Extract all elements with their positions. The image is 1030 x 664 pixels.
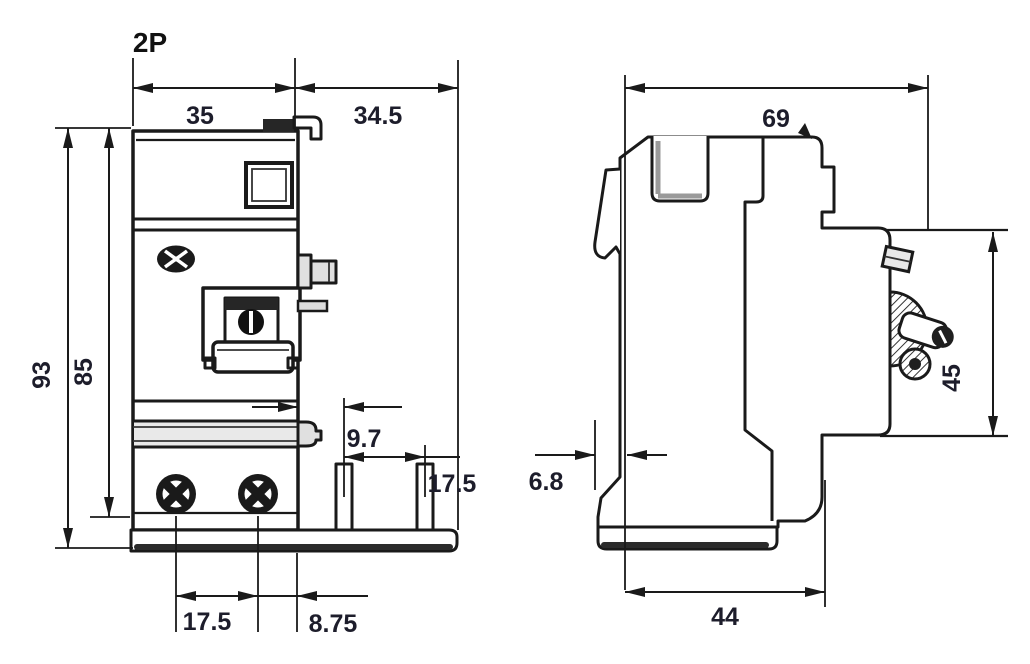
toggle-assembly [201, 286, 302, 374]
arrow-8-75 [297, 591, 317, 601]
dim-label-terminal-zone: 45 [938, 364, 966, 392]
din-clip-tab [593, 167, 622, 260]
side-terminal-screw-lower-center [909, 358, 921, 370]
terminal-screw-left [156, 474, 196, 514]
side-view [593, 135, 1008, 551]
top-notch-outline [650, 136, 710, 203]
arrow-45-top [988, 232, 998, 252]
arrow-34-5-left [295, 83, 315, 93]
arrow-85-bottom [104, 497, 114, 517]
arrow-34-5-right [438, 83, 458, 93]
terminal-strip [133, 399, 323, 449]
front-assembly-screw [157, 245, 195, 273]
dim-label-height-overall: 93 [28, 361, 56, 389]
connector-pin [309, 259, 338, 285]
indicator-window-inner [251, 168, 287, 202]
dim-label-pin-pitch: 17.5 [428, 470, 477, 498]
arrow-44-right [805, 587, 825, 597]
dim-label-pin-offset: 9.7 [347, 425, 382, 453]
indicator-window [244, 161, 294, 209]
arrow-44-left [625, 587, 645, 597]
top-clip-dark [263, 119, 294, 132]
top-notch [650, 136, 710, 203]
side-terminal-details [880, 244, 954, 381]
arrow-93-bottom [63, 528, 73, 548]
side-internal-contour [743, 137, 774, 521]
arrow-69-left [625, 83, 645, 93]
dimensions-side [535, 75, 998, 607]
dim-label-rail-clip: 6.8 [529, 468, 564, 496]
terminal-exit-bump [296, 420, 323, 448]
side-terminal-barrel [897, 311, 954, 350]
top-din-clip [263, 115, 323, 141]
connector-base [296, 253, 313, 290]
toggle-foot-left [203, 356, 217, 370]
toggle-lever [211, 340, 295, 374]
arrow-6-8-right [627, 450, 647, 460]
dim-label-width-extension: 34.5 [354, 102, 403, 130]
dimensions-front [55, 58, 460, 632]
top-clip-hook [292, 115, 323, 141]
arrow-35-left [133, 83, 153, 93]
arrow-terminal-pitch-right [238, 591, 258, 601]
pole-config-label: 2P [133, 27, 167, 58]
arrow-69-leader [798, 123, 812, 139]
arrow-pin-pitch-left [344, 452, 364, 462]
arrow-pin-pitch-right [405, 452, 425, 462]
arrow-45-bottom [988, 416, 998, 436]
side-base-bottom-edge [601, 542, 769, 548]
toggle-inner-band [225, 298, 278, 310]
arrow-35-right [275, 83, 295, 93]
dim-label-height-body: 85 [70, 358, 98, 386]
dimension-labels: 2P 35 34.5 93 85 9.7 17.5 17.5 8.75 69 4… [28, 27, 966, 638]
dim-label-depth-overall: 69 [762, 105, 790, 133]
dim-label-width-module: 35 [186, 102, 214, 130]
terminal-screw-right [238, 474, 278, 514]
arrow-85-top [104, 128, 114, 148]
terminal-band [134, 421, 297, 447]
side-base-strip [596, 525, 779, 551]
flat-pin [296, 299, 329, 313]
base-plate-bottom-edge [134, 544, 453, 550]
front-view [129, 115, 459, 553]
arrow-9-7-right [344, 402, 364, 412]
side-connector-pins [296, 253, 338, 313]
base-plate [129, 528, 459, 553]
arrow-9-7-left [278, 402, 298, 412]
arrow-terminal-pitch-left [176, 591, 196, 601]
dim-label-terminal-to-edge: 8.75 [309, 610, 358, 638]
toggle-foot-right [286, 356, 300, 370]
arrow-6-8-left [575, 450, 595, 460]
arrow-69-right [908, 83, 928, 93]
side-screw-top [880, 244, 915, 274]
dim-label-terminal-pitch: 17.5 [183, 608, 232, 636]
dim-label-base-depth: 44 [711, 603, 739, 631]
arrow-93-top [63, 128, 73, 148]
